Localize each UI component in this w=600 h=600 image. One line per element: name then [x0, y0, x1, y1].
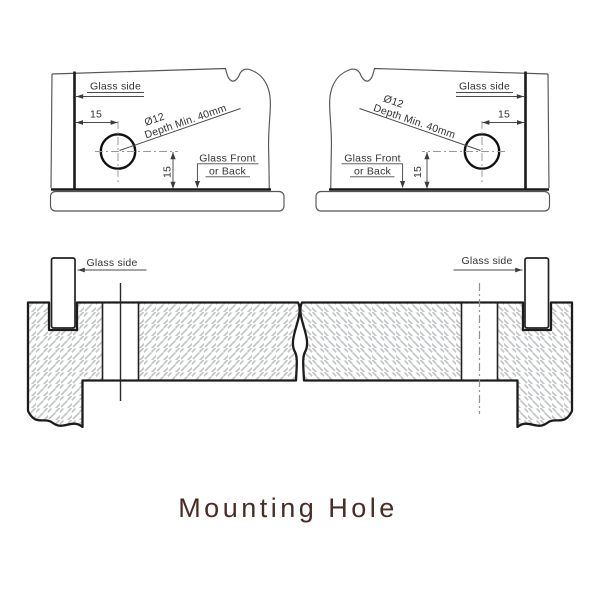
hole-depth-label: Depth Min. 40mm — [372, 102, 457, 141]
section-view: Glass side Glass side — [26, 255, 574, 429]
glass-side-label: Glass side — [461, 255, 512, 267]
glass-front-label-line2: or Back — [209, 166, 247, 178]
offset-15-vertical-label: 15 — [162, 166, 174, 178]
offset-15-label: 15 — [90, 109, 102, 121]
glass-front-label-line1: Glass Front — [199, 153, 255, 165]
glass-front-label-line1: Glass Front — [344, 153, 400, 165]
glass-front-label-line2: or Back — [354, 166, 392, 178]
glass-side-label: Glass side — [459, 81, 510, 93]
offset-15-vertical-label: 15 — [412, 166, 424, 178]
glass-side-label: Glass side — [86, 257, 137, 269]
glass-side-label: Glass side — [90, 81, 141, 93]
drawing-title: Mounting Hole — [178, 493, 398, 523]
offset-15-label: 15 — [498, 109, 510, 121]
top-right-profile-view: Glass side 15 Ø12 Depth Min. 40mm 15 Gla… — [314, 67, 551, 213]
top-left-profile-view: Glass side 15 Ø12 Depth Min. 40mm 15 Gla… — [49, 67, 286, 213]
